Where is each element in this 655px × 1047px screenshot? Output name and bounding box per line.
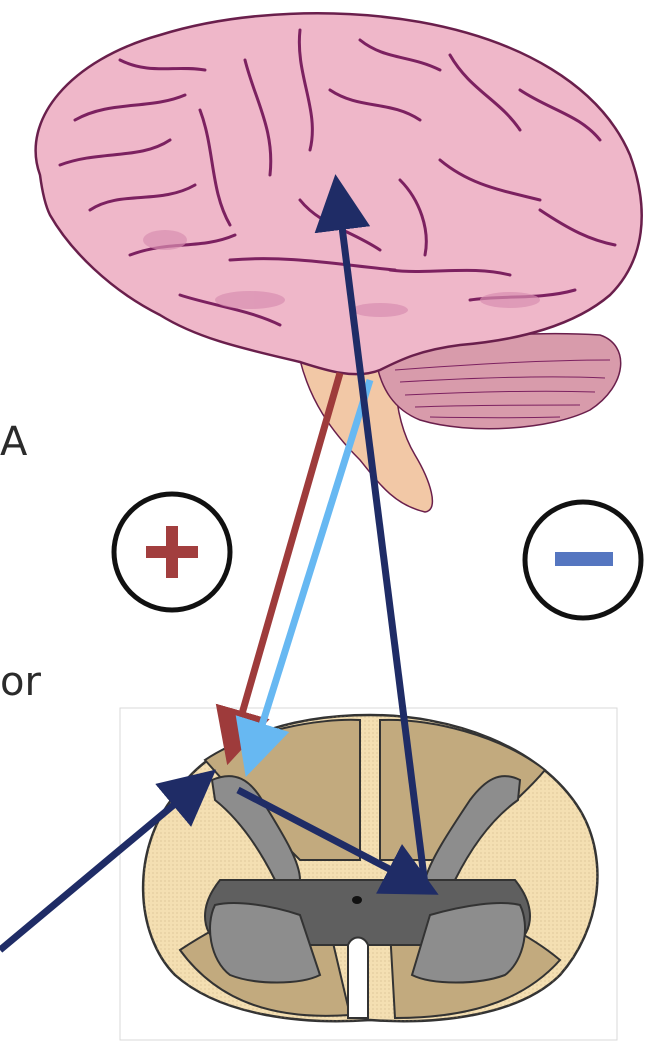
left-edge-label-a: A: [0, 419, 28, 465]
spinal-cord-section: [120, 708, 617, 1040]
anterior-median-fissure: [348, 938, 368, 1019]
descending-light-blue-arrow: [252, 380, 370, 757]
brain: [36, 13, 642, 512]
central-canal: [352, 896, 362, 904]
left-edge-label-or: or: [0, 659, 41, 705]
descending-excitatory-arrow: [233, 373, 340, 745]
plus-symbol: [114, 494, 230, 610]
minus-symbol: [525, 502, 641, 618]
cerebrum: [36, 13, 642, 374]
